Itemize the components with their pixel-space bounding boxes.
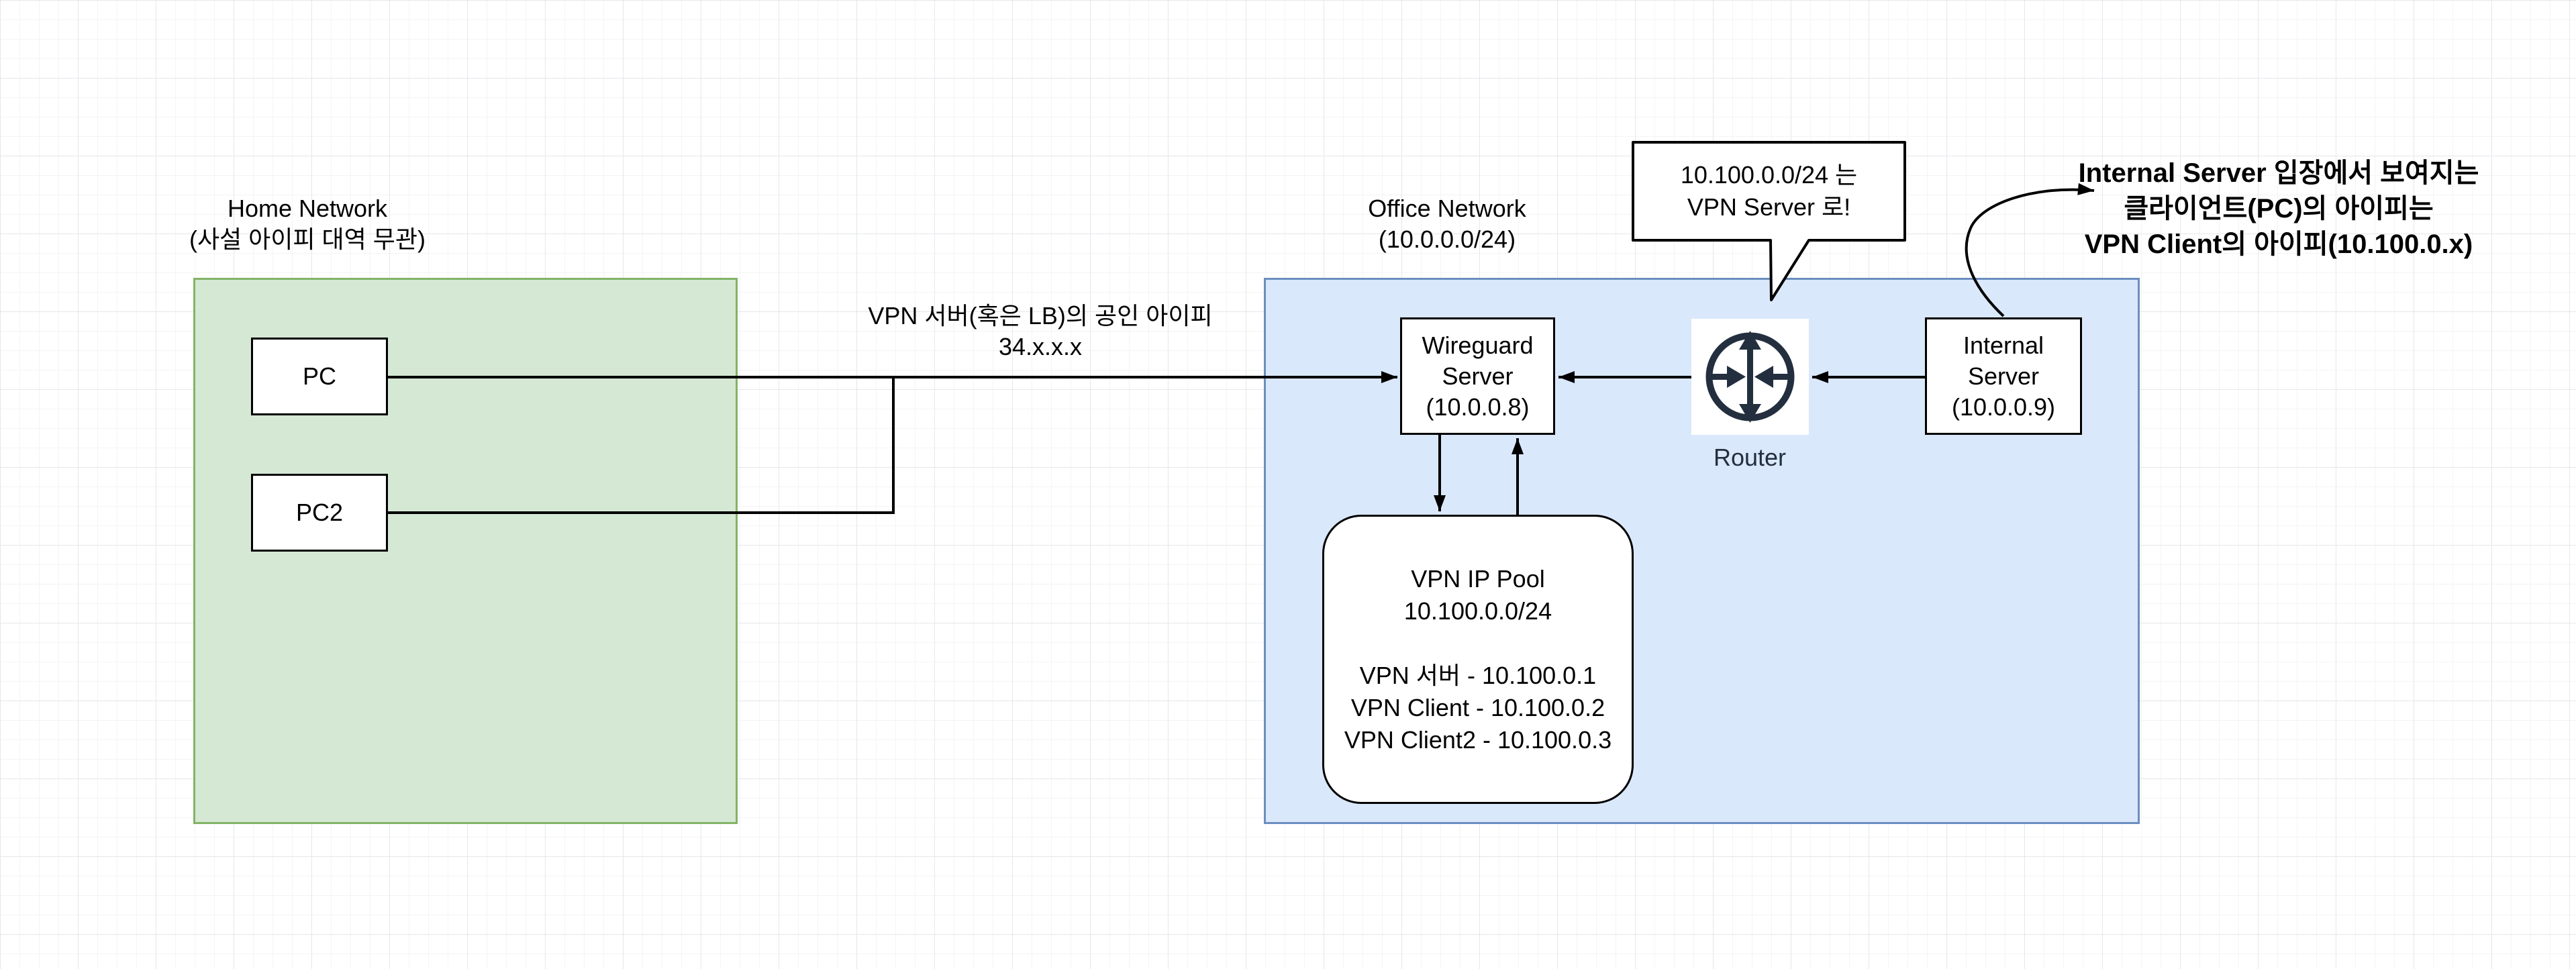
public-ip-label: VPN 서버(혹은 LB)의 공인 아이피 34.x.x.x (772, 301, 1309, 362)
office-network-title: Office Network (10.0.0.0/24) (1246, 193, 1648, 255)
internal-server-note: Internal Server 입장에서 보여지는 클라이언트(PC)의 아이피… (2040, 156, 2517, 262)
internal-server-note-line1: Internal Server 입장에서 보여지는 (2078, 158, 2479, 188)
vpn-ip-pool-line5: VPN Client - 10.100.0.2 (1350, 693, 1605, 721)
speech-bubble-line1: 10.100.0.0/24 는 (1680, 161, 1858, 189)
pc2-node: PC2 (251, 474, 388, 552)
internal-server-note-line3: VPN Client의 아이피(10.100.0.x) (2084, 230, 2473, 259)
office-network-title-line1: Office Network (1368, 195, 1526, 222)
vpn-ip-pool-line1: VPN IP Pool (1411, 564, 1545, 593)
public-ip-label-line2: 34.x.x.x (998, 333, 1083, 360)
connector-internal-to-note (1965, 183, 2095, 317)
internal-server-node: Internal Server (10.0.0.9) (1925, 317, 2082, 435)
wireguard-server-label-line2: Server (1442, 362, 1514, 390)
home-network-title-line2: (사설 아이피 대역 무관) (189, 225, 426, 253)
router-icon (1705, 331, 1795, 423)
speech-bubble-text: 10.100.0.0/24 는 VPN Server 로! (1633, 142, 1905, 240)
wireguard-server-label-line1: Wireguard (1422, 331, 1534, 359)
speech-bubble-shape (1632, 141, 1906, 301)
vpn-ip-pool-line6: VPN Client2 - 10.100.0.3 (1344, 725, 1612, 754)
router-label: Router (1713, 444, 1787, 471)
home-network-title-line1: Home Network (227, 195, 388, 222)
wireguard-server-node: Wireguard Server (10.0.0.8) (1400, 317, 1555, 435)
internal-server-label-line1: Internal (1963, 331, 2044, 359)
vpn-ip-pool-line4: VPN 서버 - 10.100.0.1 (1359, 661, 1597, 689)
pc2-node-label: PC2 (295, 499, 344, 526)
internal-server-label-line3: (10.0.0.9) (1951, 393, 2056, 421)
vpn-ip-pool-node: VPN IP Pool 10.100.0.0/24 VPN 서버 - 10.10… (1322, 515, 1634, 804)
office-network-title-line2: (10.0.0.0/24) (1378, 225, 1516, 253)
vpn-ip-pool-line2: 10.100.0.0/24 (1403, 597, 1552, 625)
wireguard-server-label-line3: (10.0.0.8) (1426, 393, 1530, 421)
pc-node: PC (251, 338, 388, 415)
router-node (1691, 319, 1809, 435)
internal-server-note-line2: 클라이언트(PC)의 아이피는 (2124, 194, 2434, 223)
speech-bubble-line2: VPN Server 로! (1687, 193, 1851, 221)
connector-pc2-join (388, 377, 895, 514)
public-ip-label-line1: VPN 서버(혹은 LB)의 공인 아이피 (868, 302, 1213, 329)
pc-node-label: PC (302, 362, 336, 390)
internal-server-label-line2: Server (1967, 362, 2040, 390)
home-network-title: Home Network (사설 아이피 대역 무관) (106, 193, 509, 255)
